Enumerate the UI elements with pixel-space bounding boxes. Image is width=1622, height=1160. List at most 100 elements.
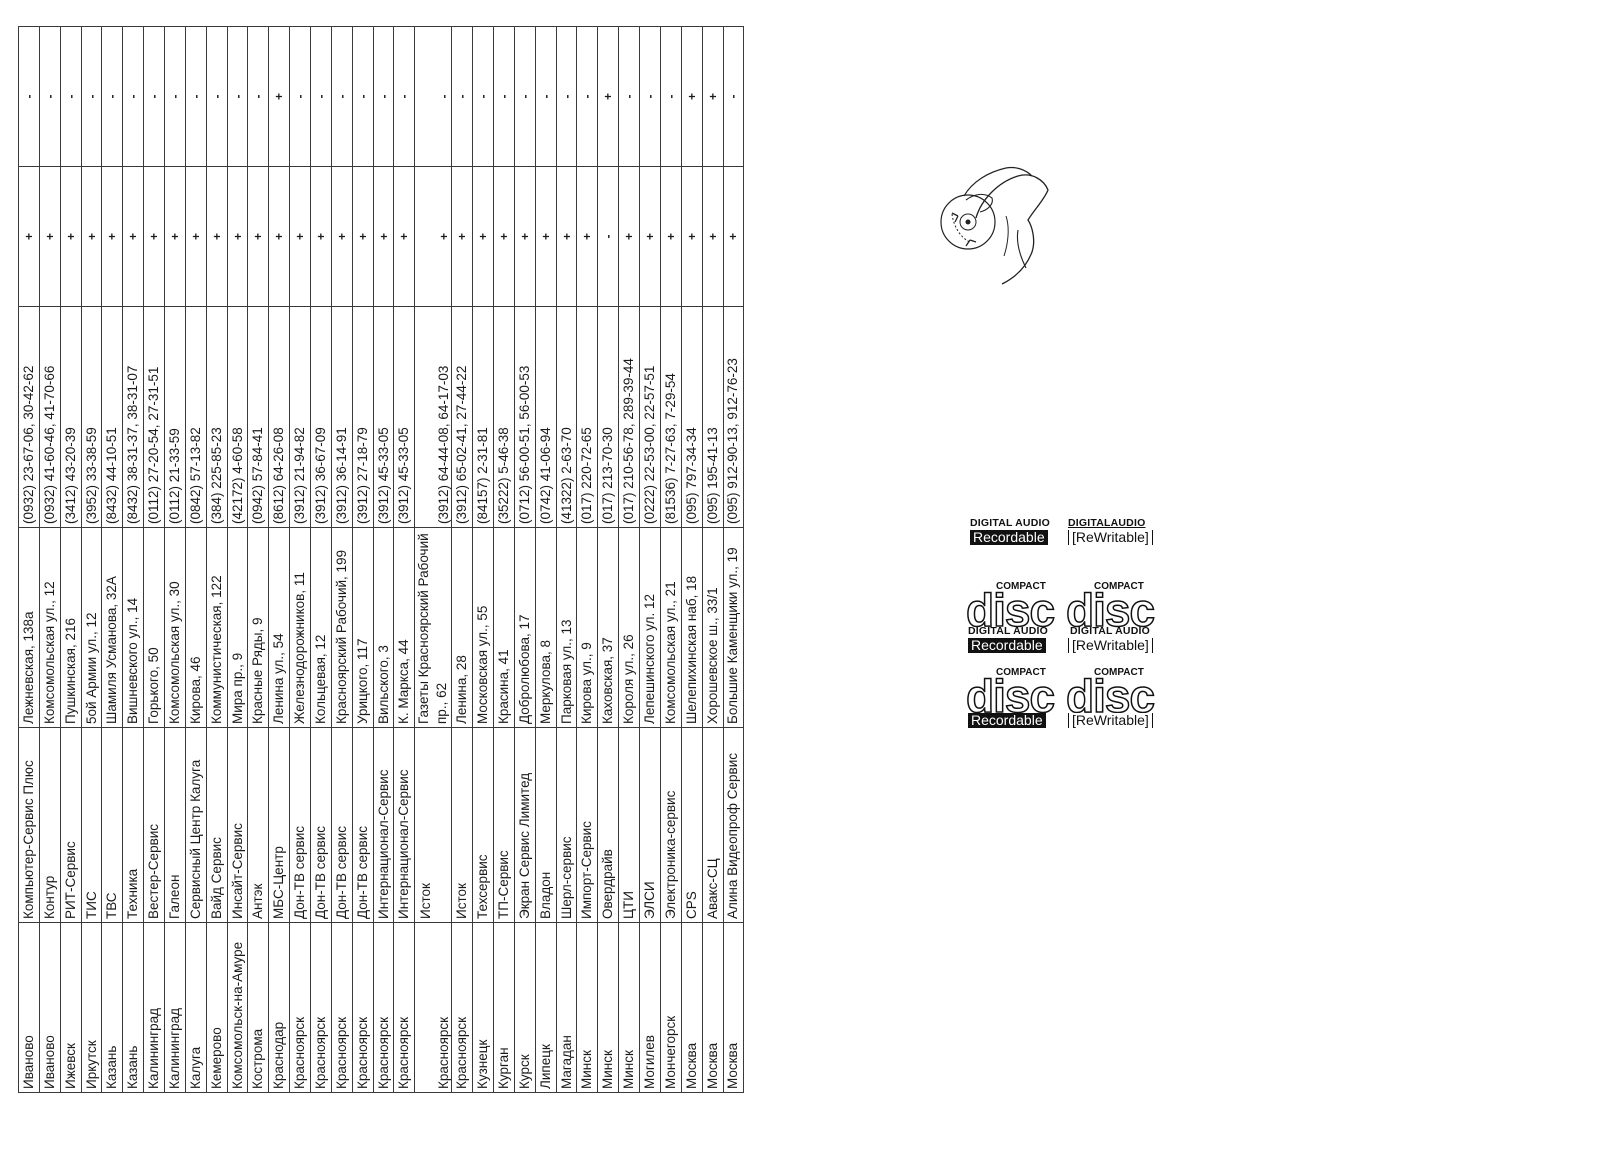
city-cell: Иваново — [39, 922, 61, 1093]
mark-cell: - — [143, 26, 165, 167]
address-cell: Комсомольская ул., 21 — [660, 527, 682, 728]
phone-cell: (8432) 44-10-51 — [101, 306, 123, 528]
mark-cell: - — [227, 26, 248, 167]
company-cell: Шерл-сервис — [556, 727, 577, 923]
city-cell: Кемерово — [206, 922, 228, 1093]
mark-cell: - — [597, 166, 619, 307]
company-cell: Дон-ТВ сервис — [289, 727, 311, 923]
address-cell: Красноярский Рабочий, 199 — [331, 527, 353, 728]
company-cell: ТИС — [81, 727, 102, 923]
mark-cell: + — [493, 166, 515, 307]
mark-cell: + — [206, 166, 228, 307]
city-cell: Калининград — [164, 922, 186, 1093]
mark-cell: + — [535, 166, 557, 307]
rewritable-label: [ReWritable] — [1068, 638, 1153, 653]
city-cell: Комсомольск-на-Амуре — [227, 922, 248, 1093]
city-cell: Иркутск — [81, 922, 102, 1093]
compact-label: COMPACT — [1094, 667, 1144, 678]
phone-cell: (81536) 7-27-63, 7-29-54 — [660, 306, 682, 528]
company-cell: Техсервис — [472, 727, 494, 923]
city-cell: Красноярск — [310, 922, 332, 1093]
compact-disc-rewritable-logo: COMPACT disc [ReWritable] — [1065, 667, 1166, 737]
city-cell: Калуга — [185, 922, 207, 1093]
mark-cell: + — [247, 166, 269, 307]
phone-cell: (3912) 21-94-82 — [289, 306, 311, 528]
city-cell: Могилев — [639, 922, 661, 1093]
address-cell: Шамиля Усманова, 32А — [101, 527, 123, 728]
compact-label: COMPACT — [996, 581, 1046, 592]
phone-cell: (41322) 2-63-70 — [556, 306, 577, 528]
company-cell: Дон-ТВ сервис — [310, 727, 332, 923]
mark-cell: + — [289, 166, 311, 307]
city-cell: Иваново — [18, 922, 40, 1093]
address-cell: Вишневского ул., 14 — [122, 527, 144, 728]
phone-cell: (3912) 45-33-05 — [393, 306, 415, 528]
mark-cell: - — [493, 26, 515, 167]
address-cell: Урицкого, 117 — [352, 527, 374, 728]
mark-cell: + — [702, 26, 723, 167]
mark-cell: - — [331, 26, 353, 167]
city-cell: Красноярск — [393, 922, 415, 1093]
mark-cell: + — [18, 166, 40, 307]
disc-wordmark: disc — [1065, 670, 1156, 722]
address-cell: Газеты Красноярский Рабочий пр., 62 — [414, 527, 452, 728]
address-cell: Большие Каменщики ул., 19 — [723, 527, 744, 728]
company-cell: Вестер-Сервис — [143, 727, 165, 923]
mark-cell: + — [597, 26, 619, 167]
disc-wordmark: disc — [965, 584, 1056, 636]
digital-audio-label: DIGITALAUDIO — [1068, 517, 1146, 529]
digital-audio-rewritable-logo: DIGITALAUDIO [ReWritable] — [1068, 518, 1153, 547]
recordable-label: Recordable — [968, 638, 1046, 653]
city-cell: Москва — [681, 922, 703, 1093]
phone-cell: (3912) 36-14-91 — [331, 306, 353, 528]
company-cell: Дон-ТВ сервис — [331, 727, 353, 923]
phone-cell: (3912) 27-18-79 — [352, 306, 374, 528]
phone-cell: (8432) 38-31-37, 38-31-07 — [122, 306, 144, 528]
mark-cell: + — [681, 166, 703, 307]
city-cell: Казань — [122, 922, 144, 1093]
city-cell: Липецк — [535, 922, 557, 1093]
city-cell: Ижевск — [60, 922, 82, 1093]
phone-cell: (3912) 36-67-09 — [310, 306, 332, 528]
mark-cell: + — [227, 166, 248, 307]
company-cell: Вайд Сервис — [206, 727, 228, 923]
address-cell: 5ой Армии ул., 12 — [81, 527, 102, 728]
phone-cell: (3912) 45-33-05 — [373, 306, 394, 528]
city-cell: Москва — [702, 922, 723, 1093]
mark-cell: + — [414, 166, 452, 307]
address-cell: Короля ул., 26 — [618, 527, 640, 728]
company-cell: Экран Сервис Лимитед — [514, 727, 536, 923]
company-cell: Техника — [122, 727, 144, 923]
address-cell: Шелепихинская наб, 18 — [681, 527, 703, 728]
phone-cell: (017) 213-70-30 — [597, 306, 619, 528]
city-cell: Мончегорск — [660, 922, 682, 1093]
city-cell: Минск — [576, 922, 598, 1093]
mark-cell: - — [164, 26, 186, 167]
address-cell: Коммунистическая, 122 — [206, 527, 228, 728]
mark-cell: - — [373, 26, 394, 167]
city-cell: Минск — [618, 922, 640, 1093]
company-cell: ЭЛСИ — [639, 727, 661, 923]
city-cell: Красноярск — [352, 922, 374, 1093]
phone-cell: (384) 225-85-23 — [206, 306, 228, 528]
hand-holding-disc-icon — [940, 166, 1049, 285]
mark-cell: + — [122, 166, 144, 307]
mark-cell: + — [472, 166, 494, 307]
mark-cell: + — [81, 166, 102, 307]
city-cell: Кузнецк — [472, 922, 494, 1093]
city-cell: Москва — [723, 922, 744, 1093]
address-cell: К. Маркса, 44 — [393, 527, 415, 728]
mark-cell: - — [451, 26, 473, 167]
